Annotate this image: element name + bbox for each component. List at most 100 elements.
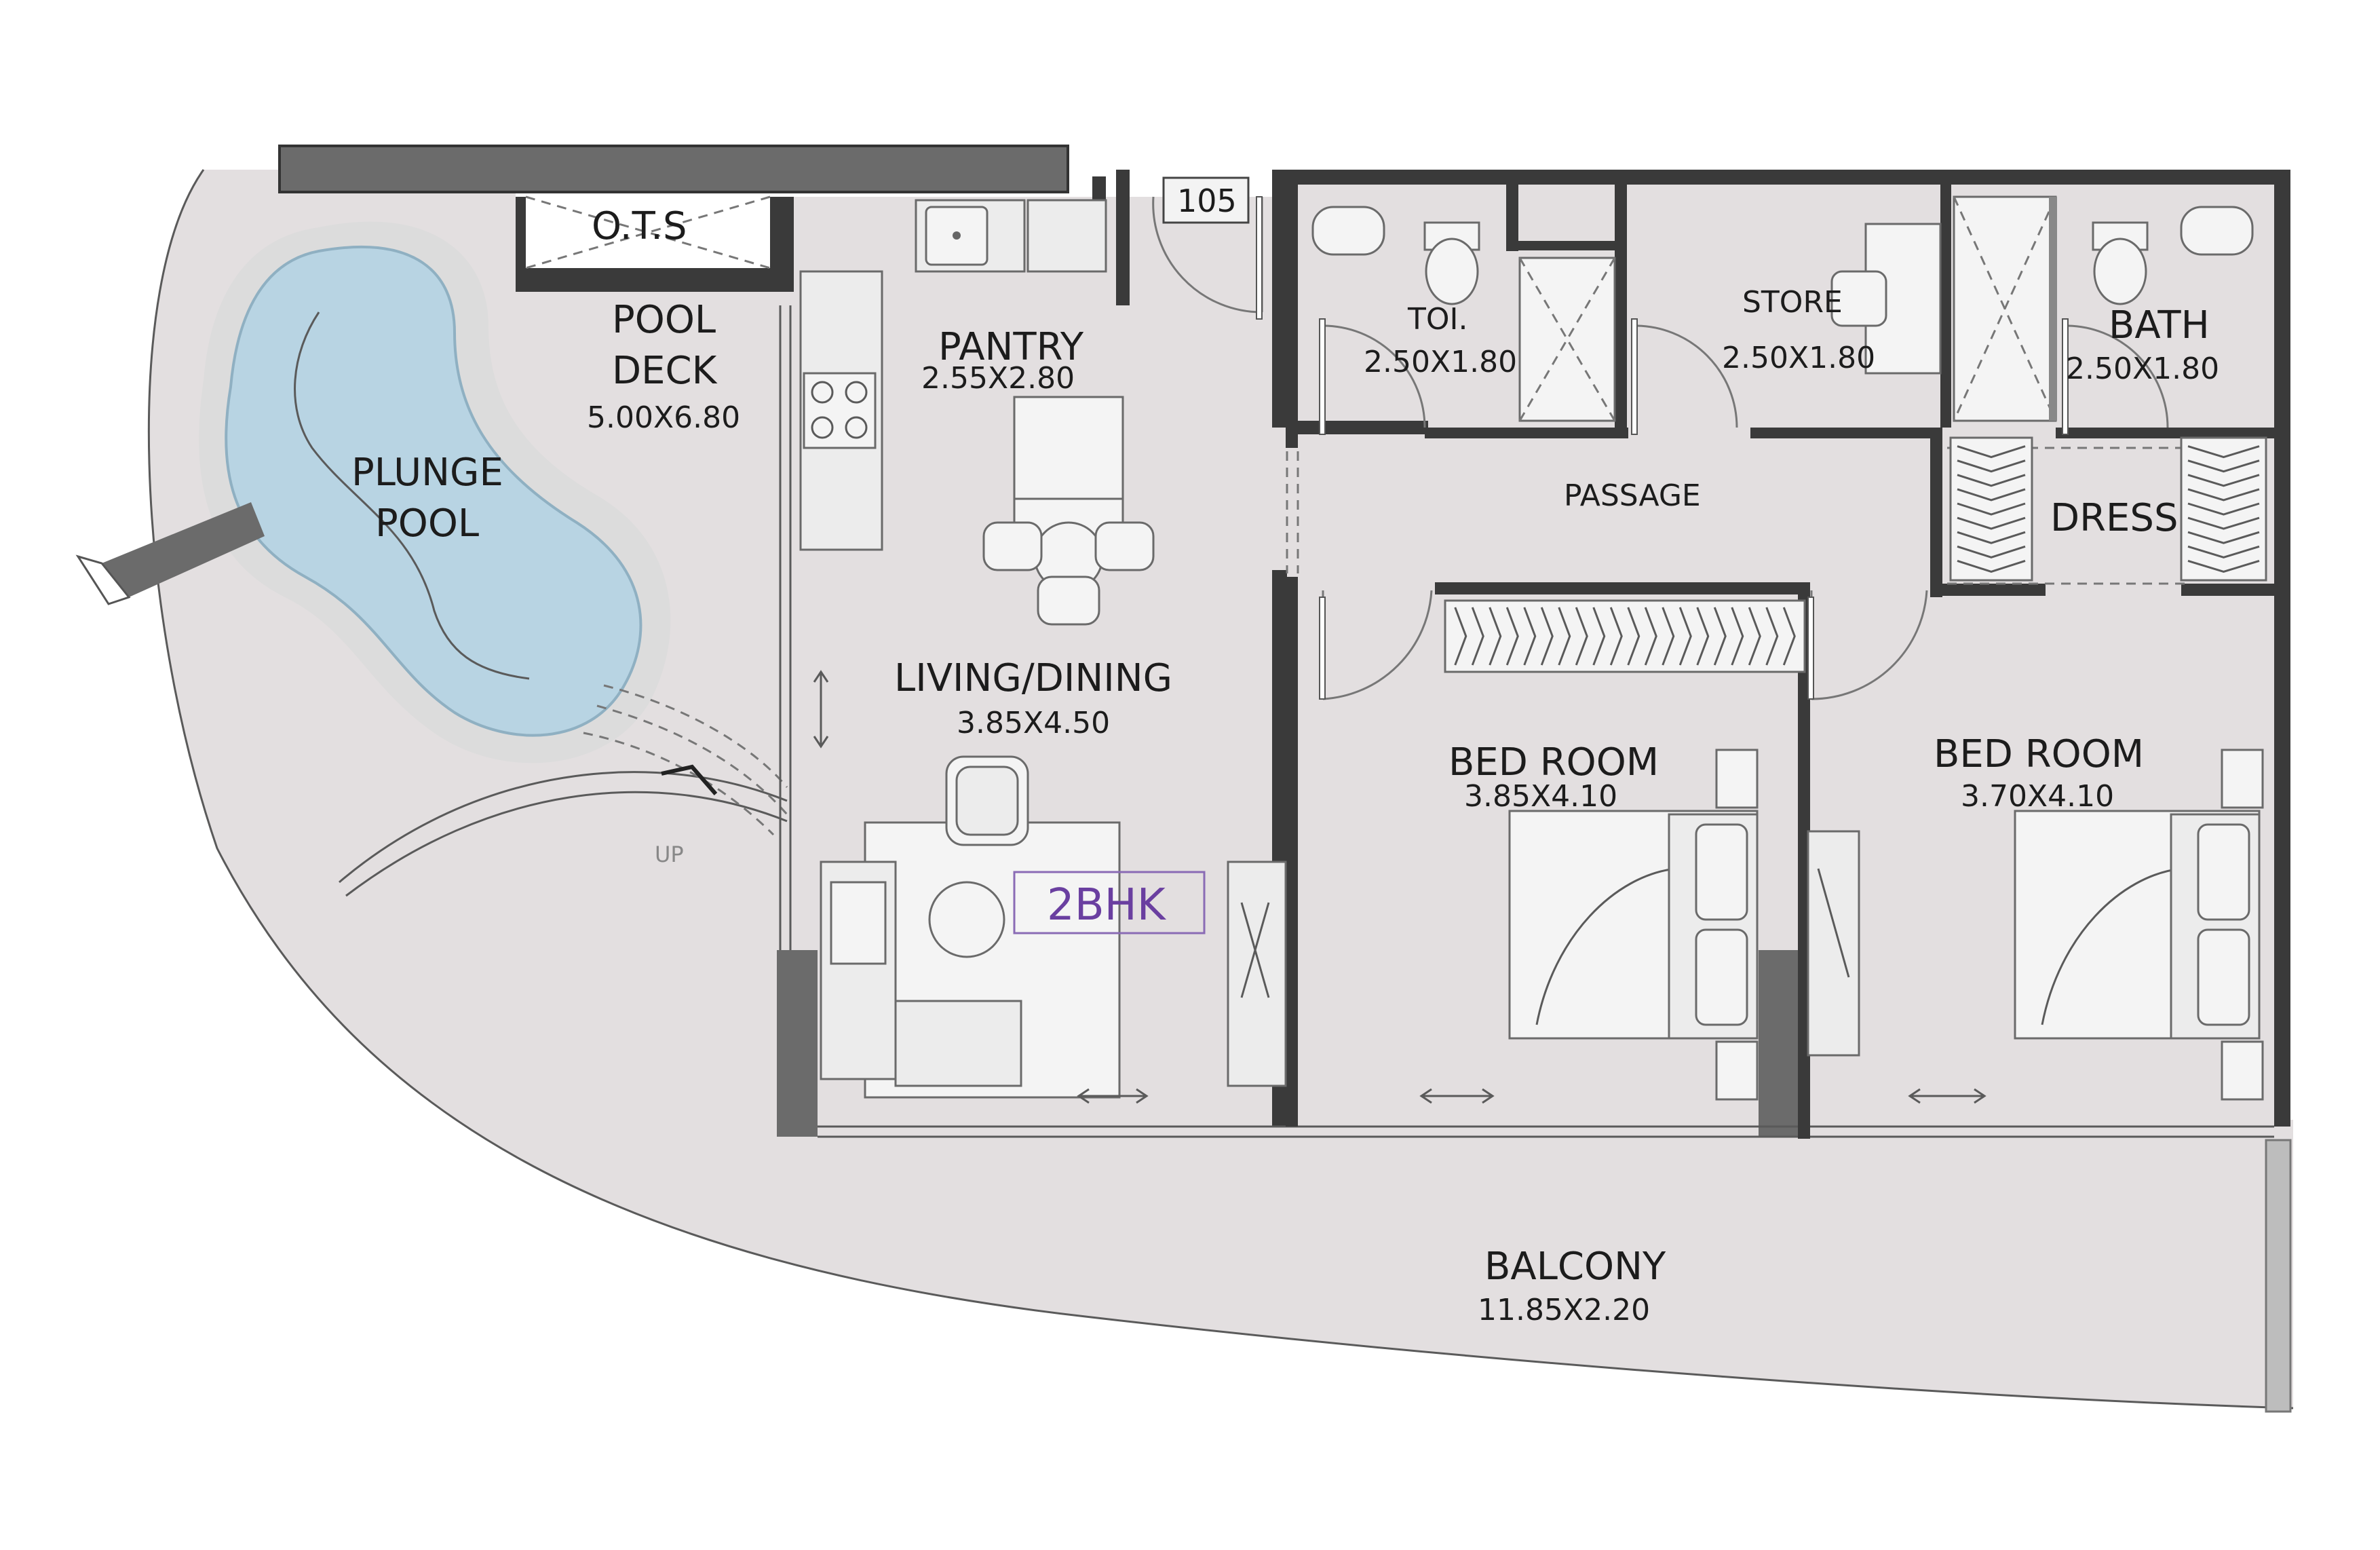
bedroom2-dims: 3.70X4.10: [1961, 779, 2114, 814]
wardrobe-hanger-mark: [2187, 502, 2260, 516]
store-label: STORE: [1742, 285, 1843, 320]
wardrobe-hanger-mark: [1957, 531, 2026, 544]
wardrobe-hanger-mark: [2187, 474, 2260, 487]
living-dims: 3.85X4.50: [957, 706, 1110, 740]
plunge-pool-label-2: POOL: [375, 502, 479, 546]
wardrobe-hanger-mark: [1957, 545, 2026, 559]
wardrobe-hanger-mark: [1765, 607, 1779, 666]
wardrobe-hanger-mark: [2187, 545, 2260, 559]
pier-1: [777, 950, 818, 1137]
door-number: 105: [1177, 183, 1237, 219]
pool-deck-dims: 5.00X6.80: [587, 400, 740, 435]
stair-up-label: UP: [655, 842, 684, 867]
pantry-label: PANTRY: [938, 325, 1084, 369]
pantry-dims: 2.55X2.80: [921, 361, 1075, 396]
facade-glazing: [818, 1125, 2274, 1138]
bedroom1-label: BED ROOM: [1448, 740, 1659, 785]
wardrobe-hanger-mark: [1523, 607, 1537, 666]
door-number-plate: [1162, 176, 1250, 224]
wardrobe-hanger-mark: [1627, 607, 1640, 666]
wardrobe-hanger-mark: [1609, 607, 1623, 666]
pool-ramp: [75, 502, 265, 605]
balcony-dims: 11.85X2.20: [1478, 1293, 1650, 1327]
wardrobe-hanger-mark: [1540, 607, 1554, 666]
wardrobe-hanger-mark: [1957, 502, 2026, 516]
bath-dims: 2.50X1.80: [2066, 352, 2219, 386]
unit-type-badge: [1013, 871, 1206, 934]
plunge-pool-water: [225, 245, 642, 737]
chair-icon: [982, 521, 1155, 626]
pier-2: [1759, 950, 1801, 1137]
ots-label: O.T.S: [592, 204, 687, 248]
sliding-door-arrow-icon: [813, 670, 1986, 1104]
door-swings: [1152, 196, 2169, 700]
wardrobe-hanger-mark: [1957, 445, 2026, 459]
wardrobe-hanger-mark: [1957, 488, 2026, 502]
wardrobe-hanger-mark: [1662, 607, 1675, 666]
armchair-icon: [945, 755, 1029, 846]
wardrobe-hanger-mark: [1957, 560, 2026, 573]
pool-deck-label-1: POOL: [612, 298, 716, 342]
wardrobe-hangers: [1454, 445, 2260, 666]
wardrobe-hanger-mark: [2187, 445, 2260, 459]
living-label: LIVING/DINING: [894, 656, 1172, 700]
wardrobe-hanger-mark: [2187, 560, 2260, 573]
sink-icon: [925, 206, 989, 266]
bedroom-wardrobe-icon: [1807, 830, 1860, 1057]
wardrobe-hanger-mark: [2187, 516, 2260, 530]
internal-walls: [1286, 183, 2280, 1139]
wardrobe-hanger-mark: [1957, 474, 2026, 487]
bedroom1-dims: 3.85X4.10: [1464, 779, 1617, 814]
wardrobe-hanger-mark: [1696, 607, 1710, 666]
store-dims: 2.50X1.80: [1722, 341, 1875, 375]
dress-label: DRESS: [2050, 496, 2179, 540]
store-shelf-icon: [1830, 223, 1942, 375]
wardrobe-hanger-mark: [1957, 516, 2026, 530]
toilet-icon: [1423, 221, 2149, 305]
wardrobe-hanger-mark: [1489, 607, 1502, 666]
wardrobe-hanger-mark: [1644, 607, 1657, 666]
wardrobe-hanger-mark: [1748, 607, 1761, 666]
wardrobe-hanger-mark: [1454, 607, 1467, 666]
wardrobe-hanger-mark: [2187, 488, 2260, 502]
unit-type-label: 2BHK: [1047, 880, 1167, 930]
toilet-label: TOI.: [1407, 302, 1467, 337]
tv-unit-icon: [1227, 861, 1287, 1087]
wardrobe-hanger-mark: [1471, 607, 1484, 666]
passage-label: PASSAGE: [1564, 478, 1701, 513]
wardrobe-hanger-mark: [1731, 607, 1744, 666]
wardrobe-hanger-mark: [1713, 607, 1727, 666]
bed-icon: [1508, 810, 2261, 1040]
wardrobe-hanger-mark: [2187, 459, 2260, 473]
pool-deck-label-2: DECK: [612, 349, 718, 393]
pool-inner-ledge: [294, 311, 530, 680]
ots-shaft: [516, 195, 794, 292]
wash-basin-icon: [1311, 206, 2254, 256]
wardrobe-hanger-mark: [1678, 607, 1692, 666]
wardrobe-hanger-mark: [1957, 459, 2026, 473]
wardrobe-hanger-mark: [1592, 607, 1606, 666]
bath-label: BATH: [2109, 303, 2210, 347]
wardrobe-hanger-mark: [1558, 607, 1571, 666]
wardrobe-icon: [1444, 436, 2267, 673]
terrace-edge: [147, 169, 2294, 1410]
stove-icon: [803, 372, 877, 449]
toilet-dims: 2.50X1.80: [1364, 345, 1517, 379]
exterior-walls: [1092, 170, 2290, 1127]
balcony-end-wall: [2265, 1139, 2292, 1413]
wardrobe-hanger-mark: [1575, 607, 1588, 666]
wardrobe-hanger-mark: [2187, 531, 2260, 544]
bedroom2-label: BED ROOM: [1934, 732, 2144, 776]
balcony-label: BALCONY: [1484, 1245, 1666, 1289]
wardrobe-hanger-mark: [1782, 607, 1796, 666]
curved-steps: [339, 684, 788, 897]
coffee-table-icon: [928, 881, 1005, 958]
canopy-slab: [278, 145, 1069, 193]
wardrobe-hanger-mark: [1505, 607, 1519, 666]
nightstand-icon: [1715, 749, 2264, 1101]
living-glazing: [779, 305, 792, 950]
shower-icon: [1518, 195, 2057, 422]
sofa-icon: [820, 861, 1022, 1087]
plunge-pool-label-1: PLUNGE: [351, 451, 503, 495]
